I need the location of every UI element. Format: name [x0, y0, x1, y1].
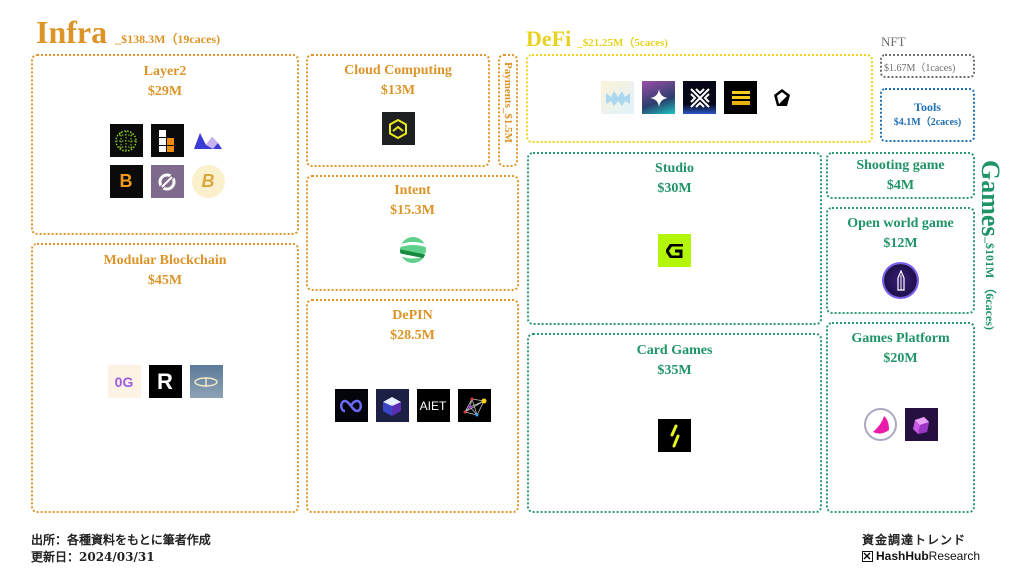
open-world-game-box: Open world game $12M	[826, 207, 975, 314]
series-title: 資金調達トレンド	[862, 533, 967, 547]
hashhub-icon	[862, 550, 873, 562]
depin-amount: $28.5M	[390, 328, 435, 343]
shooting-amount: $4M	[886, 178, 915, 193]
games-summary: _$101M （6caces)	[983, 236, 997, 330]
tools-amount: $4.1M（2caces)	[893, 117, 962, 128]
r-text: R	[157, 368, 173, 394]
tools-box: Tools $4.1M（2caces)	[880, 88, 975, 142]
lime-g-logo	[658, 234, 691, 267]
layer2-box: Layer2 $29M B B	[31, 54, 299, 235]
tools-name: Tools	[914, 100, 941, 114]
intent-box: Intent $15.3M	[306, 175, 519, 291]
cloud-name: Cloud Computing	[344, 63, 452, 78]
pink-orb-logo	[863, 408, 897, 441]
gold-bars-logo	[724, 81, 757, 114]
saturn-ring-logo	[189, 365, 223, 398]
platform-amount: $20M	[883, 351, 918, 366]
defi-box	[526, 54, 873, 143]
openworld-amount: $12M	[883, 236, 918, 251]
brand-logo: HashHub Research	[862, 549, 980, 563]
nft-title: NFT	[881, 34, 906, 49]
defi-header: DeFi _$21.25M（5caces)	[526, 26, 668, 52]
prism-wave-logo	[601, 81, 634, 114]
aiet-text: AIET	[419, 398, 447, 413]
studio-name: Studio	[655, 161, 694, 176]
card-amount: $35M	[657, 363, 692, 378]
infra-header: Infra _$138.3M（19caces)	[36, 14, 220, 51]
card-name: Card Games	[636, 343, 713, 358]
cloud-amount: $13M	[380, 83, 416, 98]
lightning-slash-logo	[658, 419, 691, 452]
shooting-game-box: Shooting game $4M	[826, 152, 975, 199]
0g-text: 0G	[114, 373, 134, 390]
defi-summary: _$21.25M（5caces)	[577, 37, 668, 49]
openworld-name: Open world game	[847, 216, 954, 231]
block-tower-logo	[150, 124, 184, 157]
modular-name: Modular Blockchain	[103, 253, 227, 268]
payments-box: Payments_$1.5M	[498, 54, 518, 167]
aiet-logo: AIET	[416, 389, 450, 422]
intent-amount: $15.3M	[390, 203, 435, 218]
nft-summary: $1.67M（1caces)	[884, 63, 956, 74]
footer-updated: 更新日：2024/03/31	[31, 550, 155, 564]
wave-m-logo	[192, 124, 225, 157]
depin-name: DePIN	[392, 308, 433, 323]
0g-logo: 0G	[107, 365, 141, 398]
games-platform-box: Games Platform $20M	[826, 322, 975, 513]
x-weave-logo	[683, 81, 716, 114]
r-logo: R	[148, 365, 182, 398]
tower-orb-logo	[884, 264, 917, 297]
sparkle-star-logo	[642, 81, 675, 114]
modular-blockchain-box: Modular Blockchain $45M 0G R	[31, 243, 299, 513]
footer-source: 出所：各種資料をもとに筆者作成	[31, 533, 211, 547]
layer2-name: Layer2	[143, 64, 187, 79]
studio-amount: $30M	[657, 181, 692, 196]
depin-box: DePIN $28.5M AIET	[306, 299, 519, 513]
infra-summary: _$138.3M（19caces)	[115, 32, 221, 46]
green-sphere-logo	[396, 233, 429, 266]
hexagon-chevron-logo	[381, 112, 415, 145]
payments-label: Payments_$1.5M	[502, 62, 514, 143]
crystal-gem-logo	[765, 81, 798, 114]
brand-bold: HashHub	[876, 549, 929, 563]
nft-box: $1.67M（1caces)	[880, 54, 975, 78]
network-mesh-logo	[457, 389, 491, 422]
purple-cube-logo	[904, 408, 938, 441]
modular-amount: $45M	[147, 273, 183, 288]
b-coin-logo: B	[191, 165, 225, 198]
platform-name: Games Platform	[851, 331, 950, 346]
bitlayer-letter: B	[119, 171, 133, 191]
games-header: Games _$101M （6caces)	[975, 160, 1005, 330]
globe-grid-logo	[109, 124, 143, 157]
layer2-amount: $29M	[147, 84, 183, 99]
shooting-name: Shooting game	[856, 158, 945, 173]
studio-box: Studio $30M	[527, 152, 822, 325]
card-games-box: Card Games $35M	[527, 333, 822, 513]
cloud-computing-box: Cloud Computing $13M	[306, 54, 490, 167]
infinity-loop-logo	[334, 389, 368, 422]
games-title: Games	[976, 160, 1005, 237]
cube-cloud-logo	[375, 389, 409, 422]
link-chain-logo	[150, 165, 184, 198]
defi-title: DeFi	[526, 26, 572, 51]
infra-title: Infra	[36, 14, 108, 50]
bitlayer-logo: B	[109, 165, 143, 198]
brand-light: Research	[928, 549, 981, 563]
intent-name: Intent	[394, 183, 431, 198]
